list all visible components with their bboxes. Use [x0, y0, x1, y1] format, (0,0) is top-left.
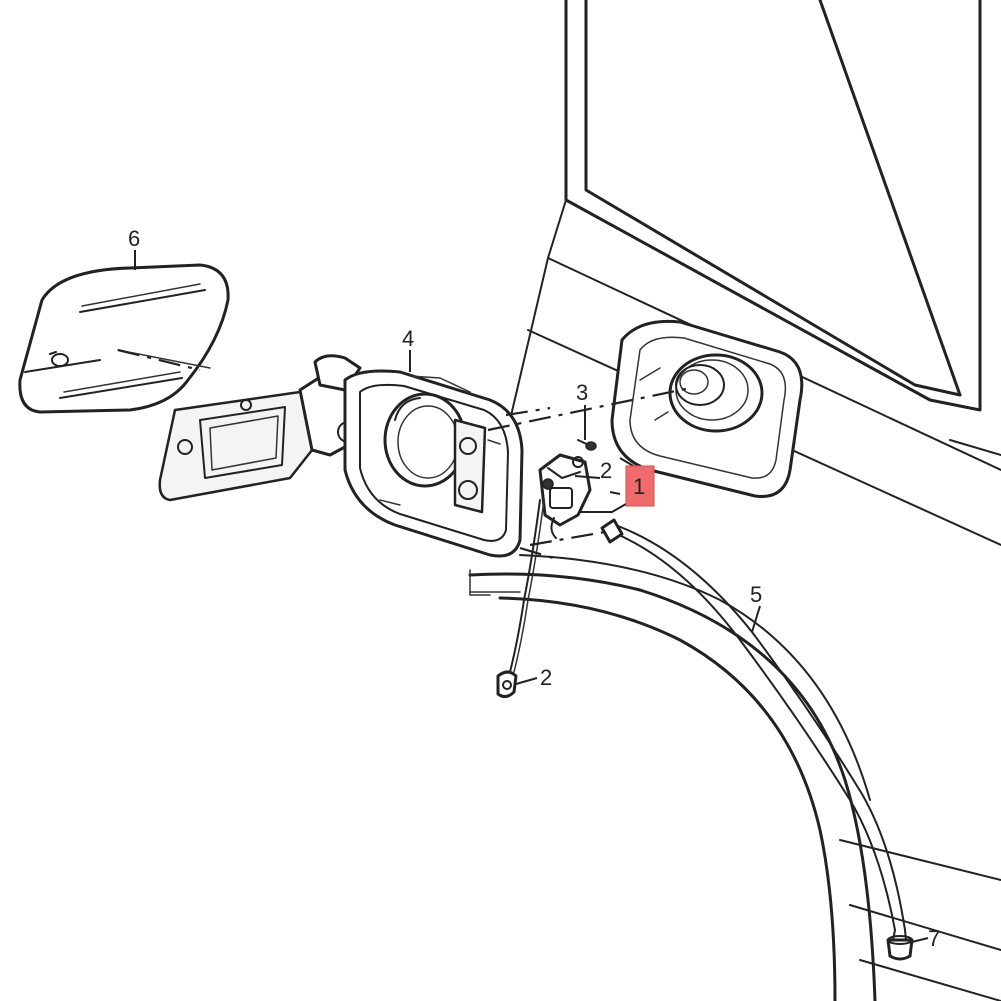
callout-1-highlight: [625, 465, 655, 507]
fuel-door-housing: [158, 354, 524, 558]
callout-3: 3: [576, 380, 588, 405]
callout-4: 4: [402, 326, 414, 351]
drain-hose: [600, 518, 907, 941]
screw: [577, 439, 597, 451]
callout-5: 5: [750, 582, 762, 607]
callout-6: 6: [128, 226, 140, 251]
callout-2-lower: 2: [540, 665, 552, 690]
grommet: [886, 935, 914, 961]
fuel-door-cover: [18, 263, 230, 414]
emergency-release-cable: [496, 499, 545, 699]
callout-7: 7: [928, 926, 940, 951]
leader-lines: [134, 250, 929, 943]
callout-1: 1: [633, 474, 645, 499]
car-body-outline: [468, 0, 1001, 1001]
assembly-lines: [117, 348, 691, 593]
callout-2-upper: 2: [600, 458, 612, 483]
fuel-door-actuator: [538, 453, 592, 539]
